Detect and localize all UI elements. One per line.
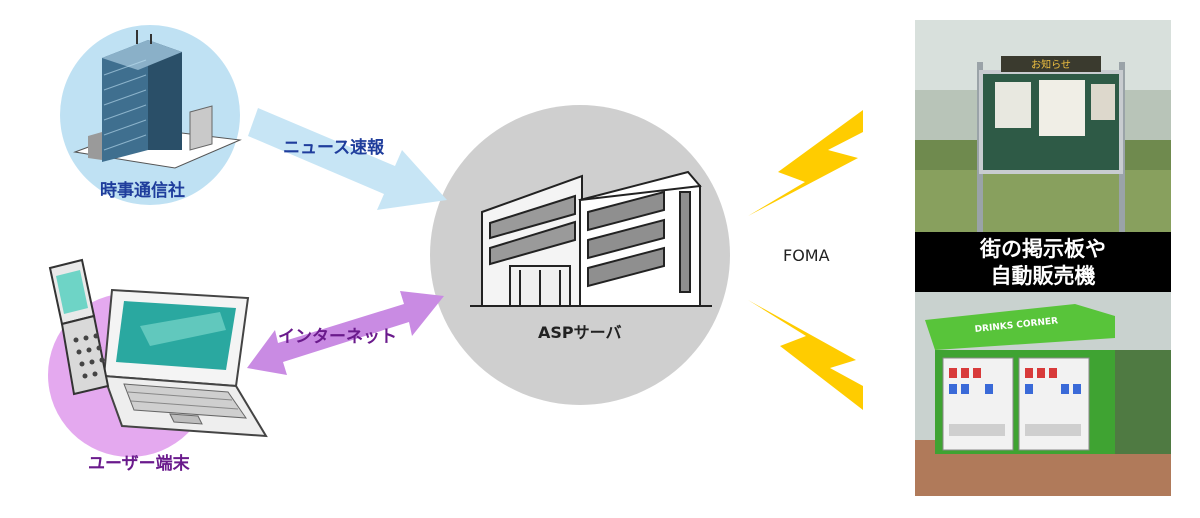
asp-server-label: ASPサーバ (538, 323, 622, 342)
internet-double-arrow (247, 291, 444, 375)
lightning-bolt-lower-icon (748, 300, 863, 410)
photo-caption-line1: 街の掲示板や (980, 237, 1106, 261)
news-flash-arrow (248, 108, 447, 210)
lightning-bolt-upper-icon (748, 110, 863, 216)
user-terminal-label: ユーザー端末 (88, 454, 190, 474)
news-agency-label: 時事通信社 (100, 181, 185, 201)
internet-label: インターネット (278, 327, 397, 347)
office-building-icon (470, 170, 712, 307)
photo-panel: お知らせ DRINKS CORNER 街の掲示板や 自動販売機 (915, 20, 1171, 496)
news-flash-label: ニュース速報 (283, 138, 385, 158)
photo-caption-line2: 自動販売機 (990, 264, 1096, 288)
mobile-phone-icon (48, 258, 110, 396)
bulletin-board-vending-photo: お知らせ DRINKS CORNER (915, 20, 1171, 496)
laptop-icon (102, 288, 268, 438)
foma-label: FOMA (783, 246, 830, 265)
photo-caption: 街の掲示板や 自動販売機 (915, 232, 1171, 292)
news-agency-building-icon (73, 30, 242, 169)
board-sign-text: お知らせ (1031, 58, 1071, 71)
